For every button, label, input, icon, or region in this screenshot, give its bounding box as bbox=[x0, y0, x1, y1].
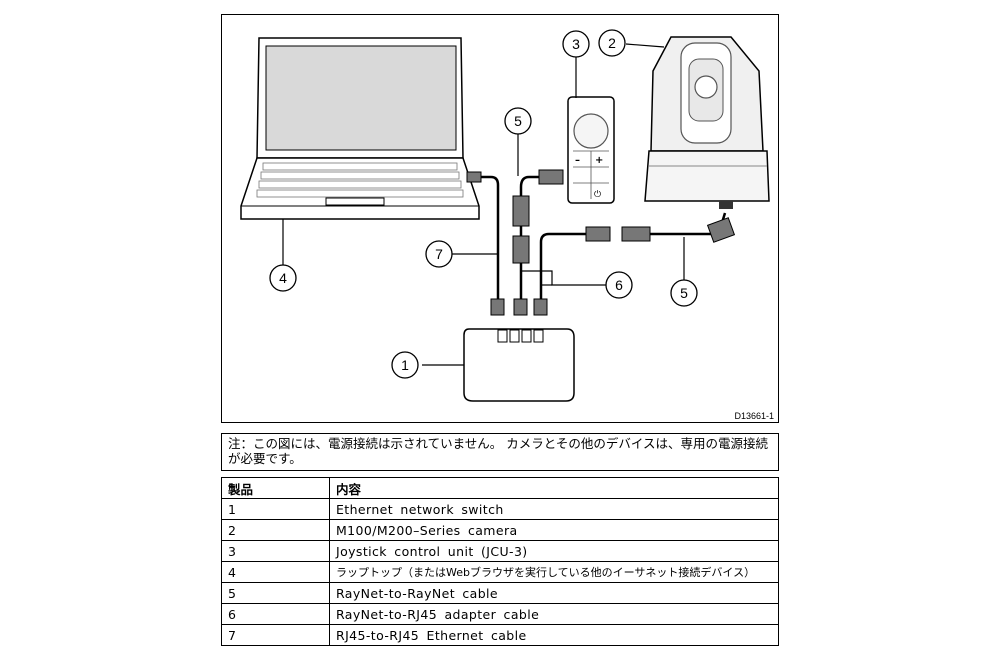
callout-1: 1 bbox=[401, 357, 409, 373]
table-row: 6 RayNet-to-RJ45 adapter cable bbox=[221, 603, 779, 625]
power-note: 注：この図には、電源接続は示されていません。 カメラとその他のデバイスは、専用の… bbox=[221, 433, 779, 471]
row-description: Ethernet network switch bbox=[329, 498, 779, 520]
callout-6: 6 bbox=[615, 277, 623, 293]
connectors bbox=[466, 169, 736, 316]
laptop-illustration bbox=[240, 37, 480, 220]
row-description: ラップトップ（またはWebブラウザを実行している他のイーサネット接続デバイス） bbox=[329, 561, 779, 583]
callout-markers: 1 2 3 4 5 5 6 7 bbox=[269, 29, 698, 379]
row-number: 6 bbox=[221, 603, 330, 625]
callout-2: 2 bbox=[608, 35, 616, 51]
svg-text:⏻: ⏻ bbox=[594, 189, 601, 200]
row-number: 4 bbox=[221, 561, 330, 583]
header-product: 製品 bbox=[221, 477, 330, 499]
diagram-frame: – + ⏻ bbox=[221, 14, 779, 423]
table-row: 3 Joystick control unit (JCU-3) bbox=[221, 540, 779, 562]
figure-id: D13661-1 bbox=[734, 411, 774, 421]
row-number: 1 bbox=[221, 498, 330, 520]
callout-leaders bbox=[282, 43, 685, 366]
row-description: RayNet-to-RJ45 adapter cable bbox=[329, 603, 779, 625]
table-header-row: 製品 内容 bbox=[221, 477, 779, 499]
joystick-unit-illustration: – + ⏻ bbox=[567, 96, 615, 204]
parts-table: 製品 内容 1 Ethernet network switch 2 M100/M… bbox=[221, 477, 779, 646]
callout-5-right: 5 bbox=[680, 285, 688, 301]
row-description: RJ45-to-RJ45 Ethernet cable bbox=[329, 624, 779, 646]
table-row: 7 RJ45-to-RJ45 Ethernet cable bbox=[221, 624, 779, 646]
row-number: 5 bbox=[221, 582, 330, 604]
row-description: RayNet-to-RayNet cable bbox=[329, 582, 779, 604]
callout-7: 7 bbox=[435, 246, 443, 262]
header-description: 内容 bbox=[329, 477, 779, 499]
camera-illustration bbox=[644, 36, 770, 209]
network-switch-illustration bbox=[463, 328, 575, 402]
table-row: 1 Ethernet network switch bbox=[221, 498, 779, 520]
svg-text:–: – bbox=[575, 155, 580, 166]
row-number: 7 bbox=[221, 624, 330, 646]
cable-lines bbox=[477, 175, 727, 301]
callout-5-top: 5 bbox=[514, 113, 522, 129]
table-row: 5 RayNet-to-RayNet cable bbox=[221, 582, 779, 604]
connection-diagram: – + ⏻ bbox=[240, 29, 774, 421]
table-row: 4 ラップトップ（またはWebブラウザを実行している他のイーサネット接続デバイス… bbox=[221, 561, 779, 583]
callout-4: 4 bbox=[279, 270, 287, 286]
row-number: 3 bbox=[221, 540, 330, 562]
row-number: 2 bbox=[221, 519, 330, 541]
row-description: M100/M200–Series camera bbox=[329, 519, 779, 541]
table-row: 2 M100/M200–Series camera bbox=[221, 519, 779, 541]
svg-text:+: + bbox=[595, 155, 603, 166]
callout-3: 3 bbox=[572, 36, 580, 52]
row-description: Joystick control unit (JCU-3) bbox=[329, 540, 779, 562]
